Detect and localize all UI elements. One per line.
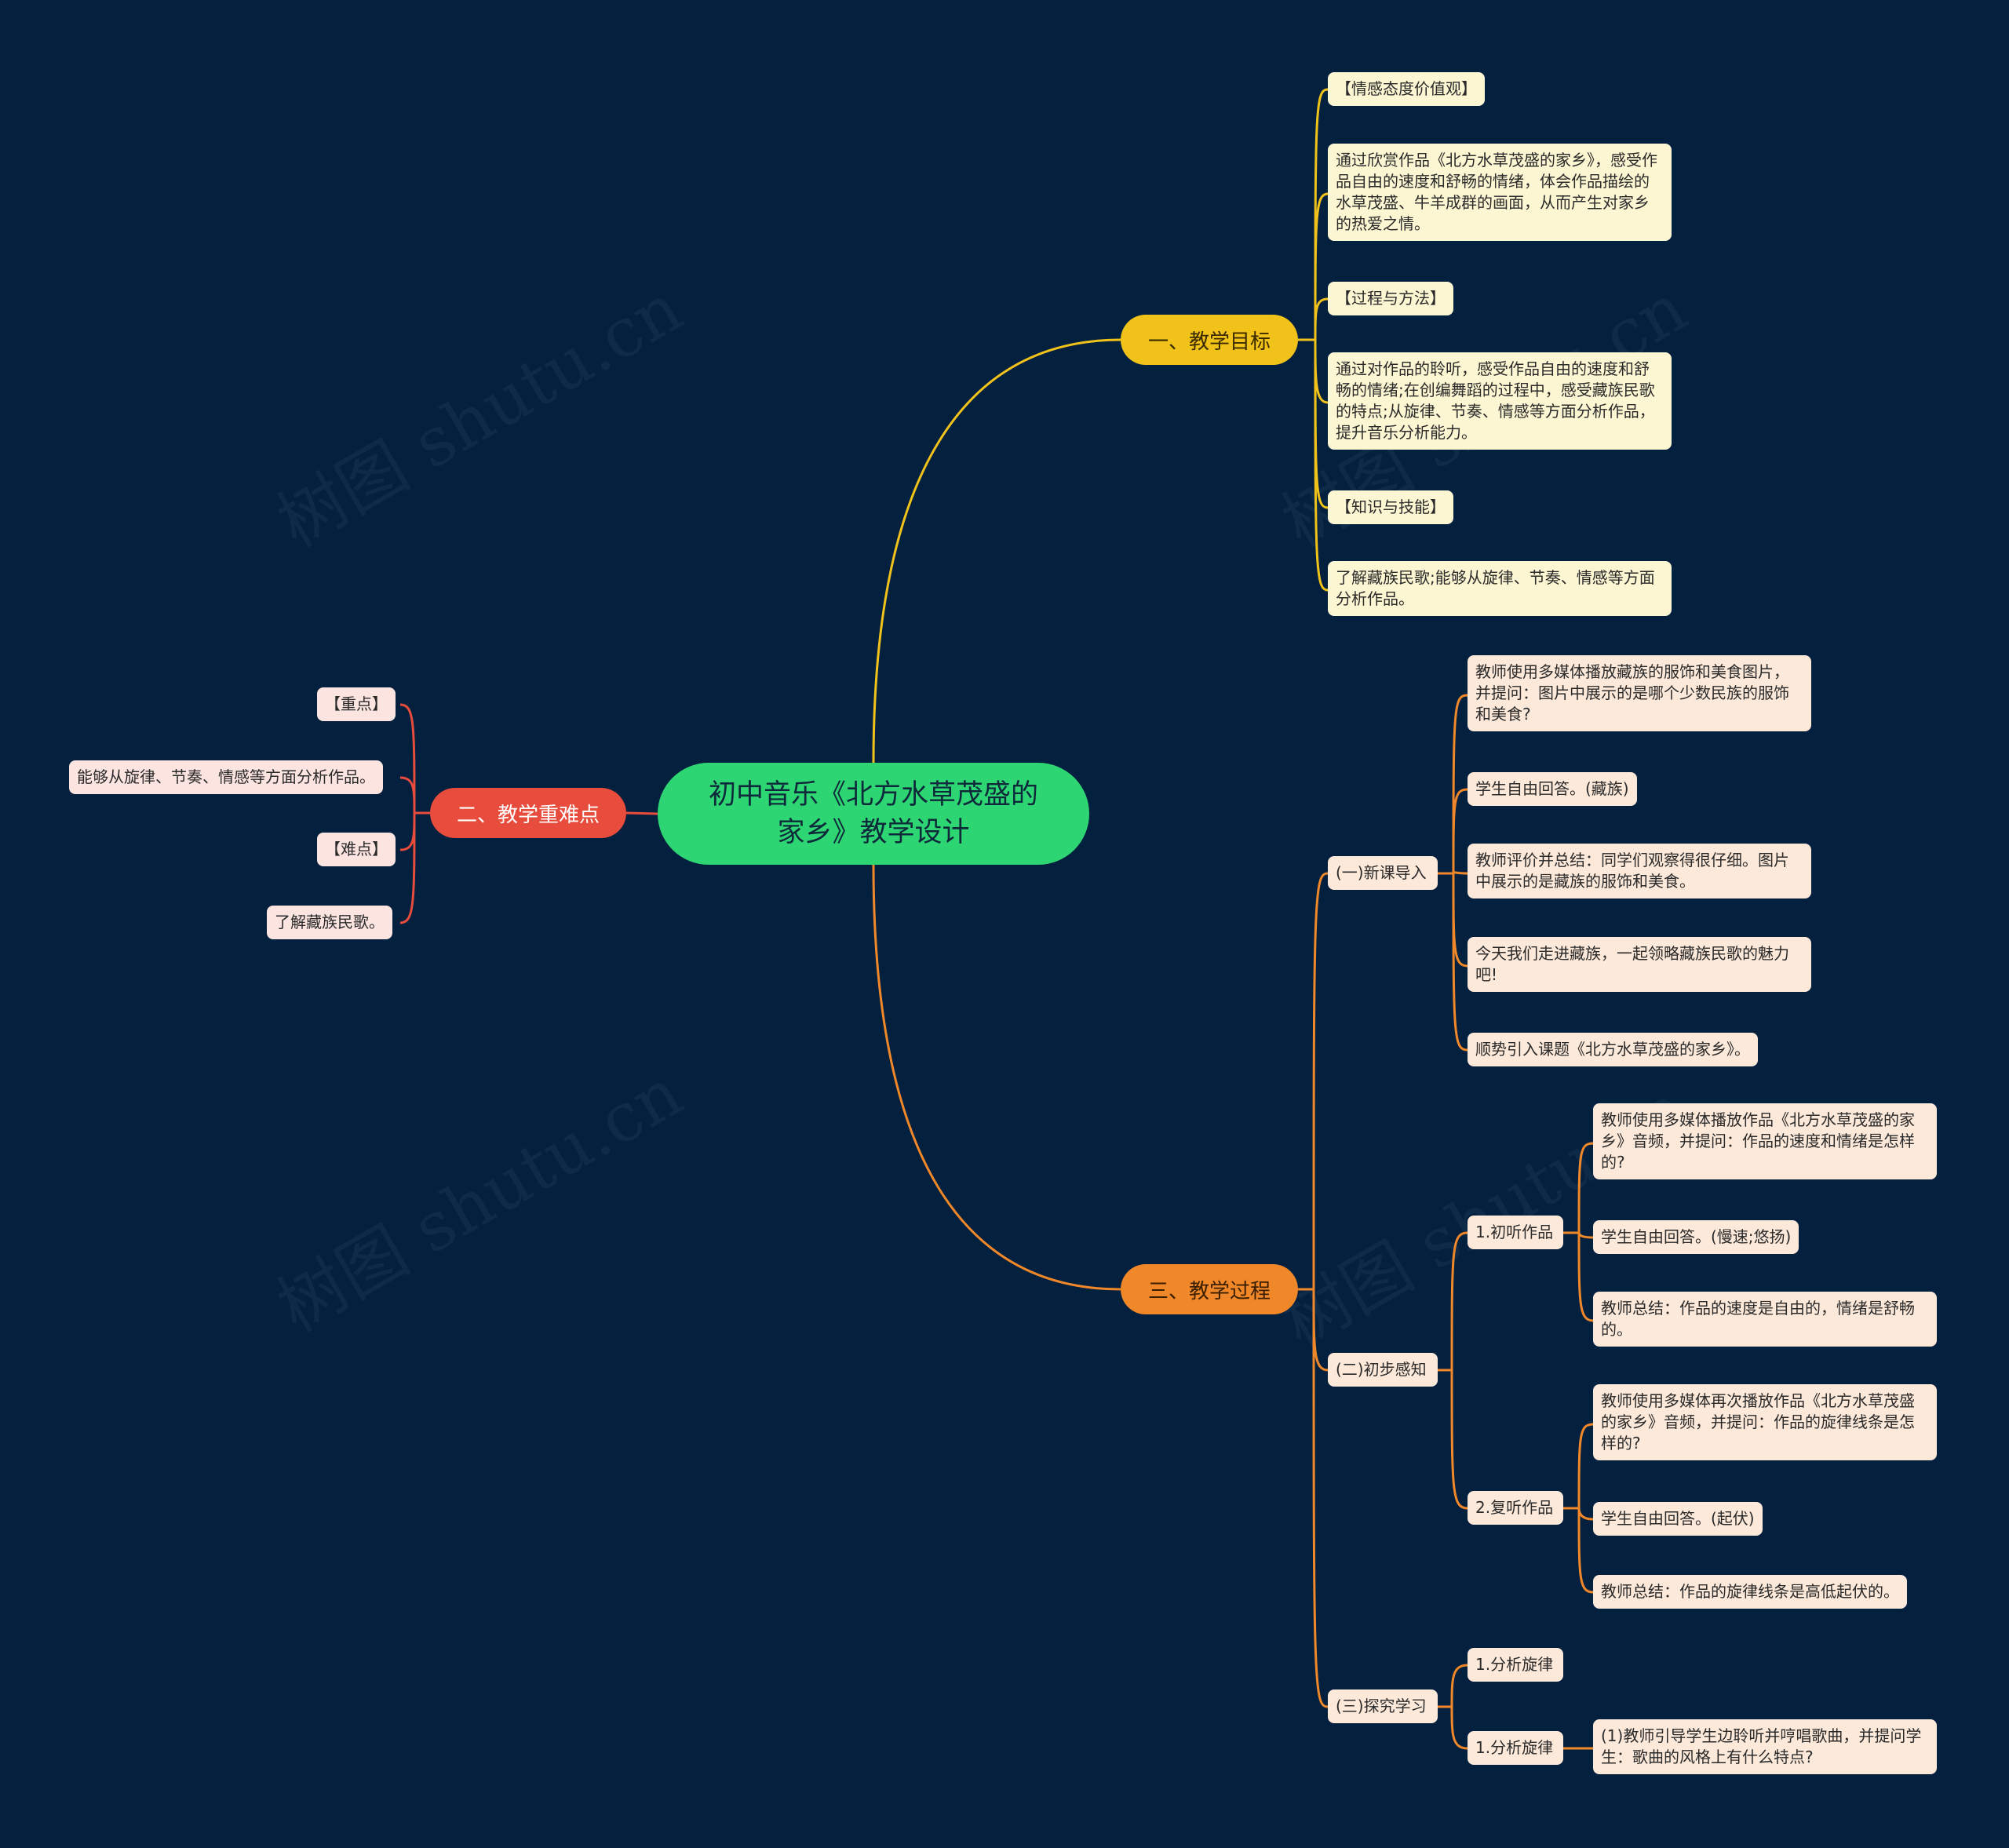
branch-label: 三、教学过程	[1147, 1279, 1271, 1303]
branch-label: 二、教学重难点	[456, 803, 600, 827]
central-topic[interactable]: 初中音乐《北方水草茂盛的家乡》教学设计	[658, 763, 1089, 865]
links-process	[1298, 694, 1594, 1750]
goal-item[interactable]: 通过欣赏作品《北方水草茂盛的家乡》，感受作品自由的速度和舒畅的情绪，体会作品描绘…	[1328, 144, 1672, 241]
branch-label: 一、教学目标	[1147, 330, 1271, 354]
keypoint-item[interactable]: 了解藏族民歌。	[267, 906, 392, 939]
process-item[interactable]: (1)教师引导学生边聆听并哼唱歌曲，并提问学生：歌曲的风格上有什么特点?	[1593, 1719, 1937, 1774]
process-item[interactable]: 学生自由回答。(藏族)	[1468, 772, 1637, 806]
goal-item[interactable]: 了解藏族民歌;能够从旋律、节奏、情感等方面分析作品。	[1328, 561, 1672, 616]
branch-teaching-process[interactable]: 三、教学过程	[1121, 1264, 1298, 1314]
central-topic-label: 初中音乐《北方水草茂盛的家乡》教学设计	[708, 779, 1038, 848]
process-item[interactable]: 学生自由回答。(慢速;悠扬)	[1593, 1220, 1799, 1254]
goal-item[interactable]: 【过程与方法】	[1328, 282, 1453, 315]
process-item[interactable]: 教师总结：作品的速度是自由的，情绪是舒畅的。	[1593, 1292, 1937, 1347]
process-item[interactable]: 教师使用多媒体播放藏族的服饰和美食图片，并提问：图片中展示的是哪个少数民族的服饰…	[1468, 655, 1811, 731]
process-subsection[interactable]: 2.复听作品	[1468, 1491, 1563, 1525]
process-item[interactable]: 教师总结：作品的旋律线条是高低起伏的。	[1593, 1575, 1907, 1609]
keypoint-item[interactable]: 【重点】	[317, 687, 396, 721]
link-center-keypoints	[625, 811, 658, 815]
link-center-process	[872, 864, 1121, 1291]
links-goals	[1298, 88, 1329, 592]
goal-item[interactable]: 【知识与技能】	[1328, 490, 1453, 524]
process-subsection[interactable]: 1.分析旋律	[1468, 1731, 1563, 1765]
process-section[interactable]: (一)新课导入	[1328, 856, 1438, 890]
keypoint-item[interactable]: 【难点】	[317, 833, 396, 866]
process-subsection[interactable]: 1.初听作品	[1468, 1216, 1563, 1249]
goal-item[interactable]: 【情感态度价值观】	[1328, 72, 1485, 106]
links-keypoints	[399, 703, 430, 924]
process-item[interactable]: 学生自由回答。(起伏)	[1593, 1502, 1763, 1536]
process-item[interactable]: 顺势引入课题《北方水草茂盛的家乡》。	[1468, 1033, 1758, 1066]
process-section[interactable]: (三)探究学习	[1328, 1689, 1438, 1723]
branch-teaching-goals[interactable]: 一、教学目标	[1121, 315, 1298, 365]
goal-item[interactable]: 通过对作品的聆听，感受作品自由的速度和舒畅的情绪;在创编舞蹈的过程中，感受藏族民…	[1328, 352, 1672, 450]
keypoint-item[interactable]: 能够从旋律、节奏、情感等方面分析作品。	[69, 760, 383, 794]
process-subsection[interactable]: 1.分析旋律	[1468, 1648, 1563, 1682]
process-section[interactable]: (二)初步感知	[1328, 1353, 1438, 1387]
process-item[interactable]: 教师使用多媒体播放作品《北方水草茂盛的家乡》音频，并提问：作品的速度和情绪是怎样…	[1593, 1103, 1937, 1179]
process-item[interactable]: 教师使用多媒体再次播放作品《北方水草茂盛的家乡》音频，并提问：作品的旋律线条是怎…	[1593, 1384, 1937, 1460]
process-item[interactable]: 今天我们走进藏族，一起领略藏族民歌的魅力吧!	[1468, 937, 1811, 992]
link-center-goals	[872, 338, 1121, 764]
branch-key-points[interactable]: 二、教学重难点	[430, 788, 626, 838]
process-item[interactable]: 教师评价并总结：同学们观察得很仔细。图片中展示的是藏族的服饰和美食。	[1468, 844, 1811, 898]
